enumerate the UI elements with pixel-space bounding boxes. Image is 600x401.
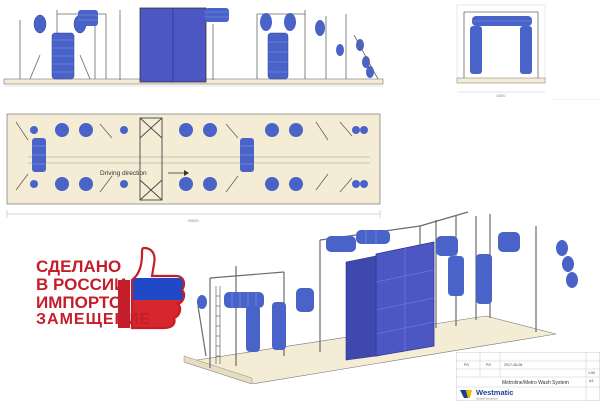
title-block: PG PG 2017-06-08 1:50 A3 Metroline/Metro…: [456, 352, 600, 401]
made-in-russia-badge: СДЕЛАНО В РОССИИ ИМПОРТО ЗАМЕЩЕНИЕ: [36, 236, 196, 346]
badge-line-3: ИМПОРТО: [36, 293, 123, 312]
title-block-date: 2017-06-08: [504, 363, 522, 367]
plan-center-brushes: [120, 123, 217, 191]
badge-line-1: СДЕЛАНО: [36, 257, 122, 276]
title-block-brand-name: Westmatic: [476, 388, 513, 397]
end-view-dimension: 5000: [497, 93, 507, 98]
side-elevation-view: [0, 0, 390, 95]
title-block-project-title: Metroline/Metro Wash System: [502, 380, 569, 386]
plan-dimension: 25000: [187, 218, 199, 223]
side-left-brushes: [33, 10, 98, 80]
plan-base: [6, 113, 381, 205]
iso-ladder: [215, 286, 221, 364]
title-block-brand-tagline: Global Solutions: [476, 397, 498, 401]
plan-left-brushes: [30, 123, 93, 191]
driving-direction-label: Driving direction: [100, 170, 147, 177]
iso-brushes: [197, 230, 578, 352]
top-plan-view: Driving direction: [0, 110, 386, 226]
isometric-3d-view: [176, 206, 600, 384]
title-block-initials-1: PG: [464, 363, 469, 367]
thumbs-up-icon: [118, 246, 186, 330]
side-center-gantry: [119, 7, 229, 83]
title-block-sheet-size: A3: [589, 379, 593, 383]
side-right-brushes: [260, 13, 379, 80]
end-view-gantry: [463, 11, 539, 78]
end-view-brushes: [470, 16, 532, 74]
westmatic-logo-icon: [460, 390, 472, 398]
badge-line-2: В РОССИИ: [36, 275, 127, 294]
end-elevation-view: 5000: [452, 0, 600, 100]
title-block-scale: 1:50: [588, 371, 595, 375]
title-block-initials-2: PG: [486, 363, 491, 367]
plan-center-gantry: [139, 117, 163, 201]
iso-blue-panels: [345, 241, 435, 361]
plan-right-brushes: [240, 123, 368, 191]
driving-direction-arrow-icon: [168, 170, 189, 176]
badge-line-4: ЗАМЕЩЕНИЕ: [36, 311, 152, 328]
